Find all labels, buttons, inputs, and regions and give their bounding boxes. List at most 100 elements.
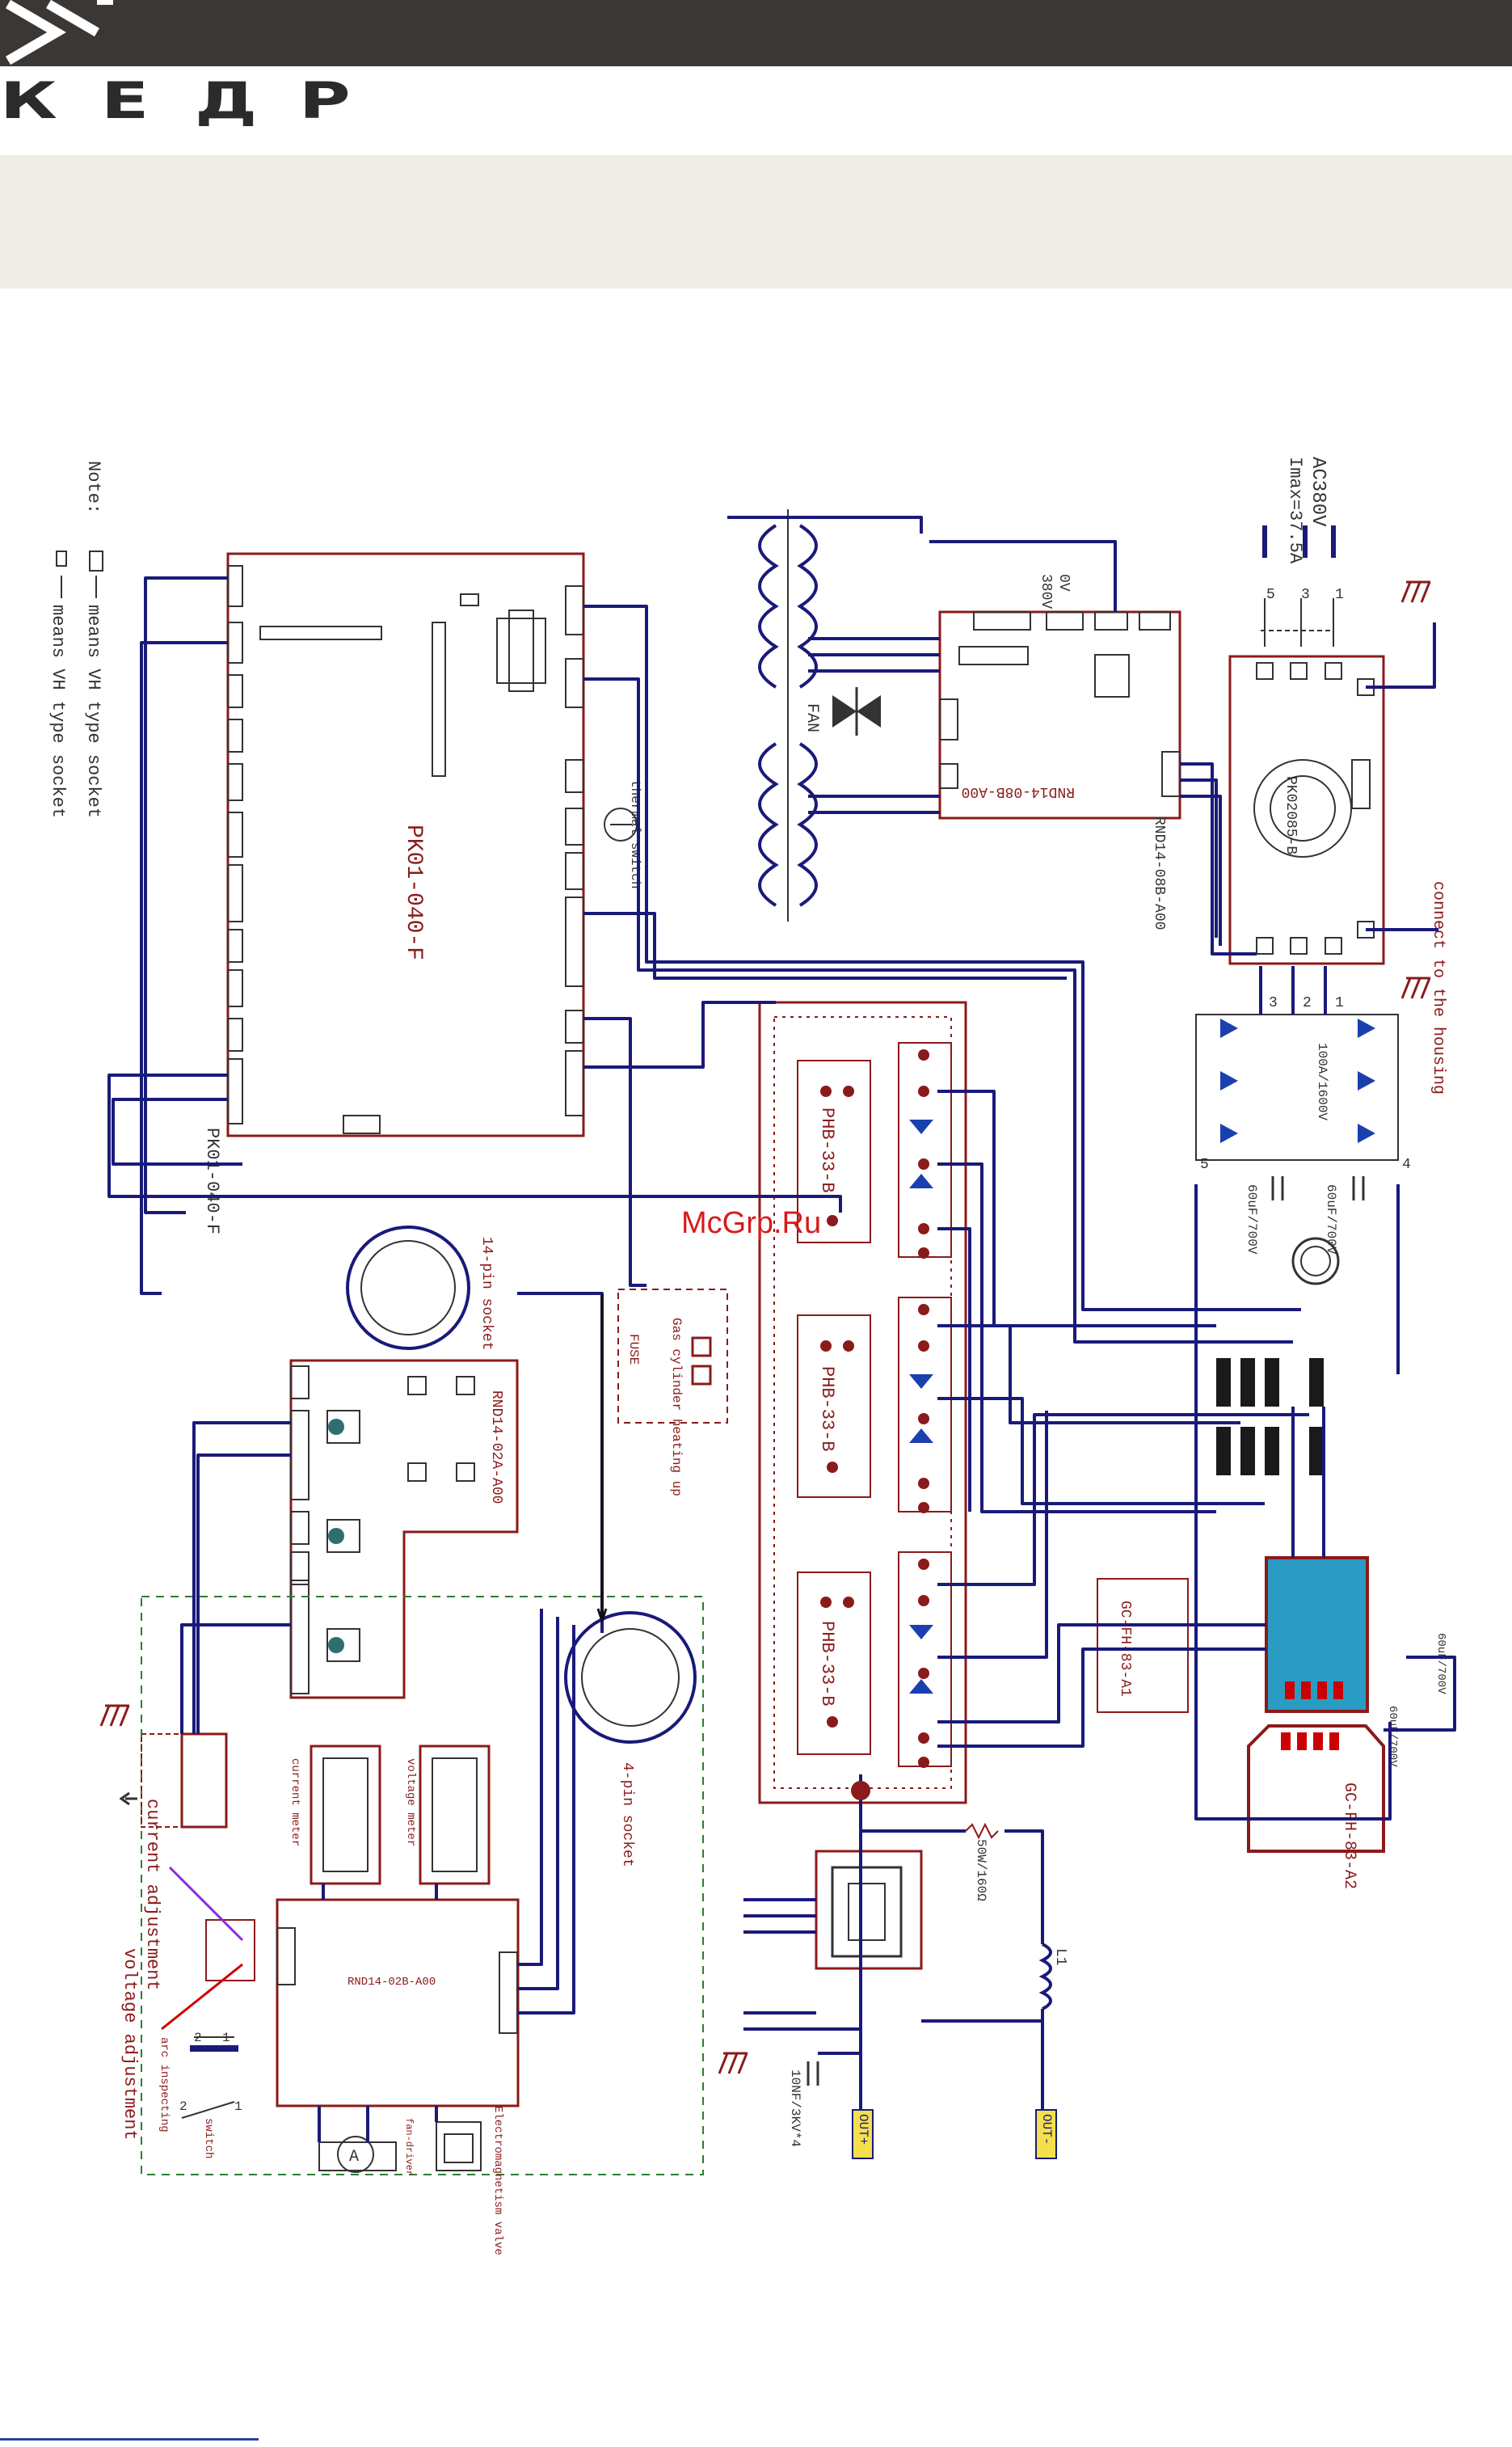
resistor-label: 50W/160Ω — [974, 1839, 988, 1901]
terminal-block — [180, 1732, 228, 1829]
rnd14-08b-label: RND14-08B-A00 — [962, 783, 1075, 799]
main-switch: 2 1 switch — [179, 2099, 242, 2158]
output-cores — [1216, 1358, 1324, 1475]
phb-module-3: PHB-33-B — [797, 1551, 952, 1767]
fan-driver-label: fan-driver — [403, 2118, 415, 2176]
gas-label: Gas cylinder heating up — [669, 1318, 684, 1496]
fuse-label: FUSE — [626, 1334, 641, 1365]
note-legend: Note: means VH type socket means VH type… — [48, 461, 103, 818]
cap-c4: 60uF/700V — [1386, 1706, 1399, 1767]
header-bar — [0, 0, 1512, 66]
out-1: 1 — [1335, 995, 1344, 1011]
phase-5: 5 — [1266, 587, 1275, 603]
current-meter: current meter — [289, 1745, 381, 1885]
pk01-label: PK01-040-F — [401, 825, 426, 960]
ammeter-letter: A — [349, 2148, 359, 2166]
valve-icon: Electromagnetism valve — [436, 2106, 504, 2255]
bridge-node-4: 4 — [1402, 1157, 1411, 1173]
output-plus: OUT+ — [852, 2109, 874, 2159]
logo-chevron-icon — [5, 0, 113, 65]
arc-sw-pin: 1 — [222, 2031, 230, 2045]
adjust-pots: current adjustment voltage adjustment — [120, 1799, 255, 2141]
main-sw-pin: 2 — [179, 2099, 187, 2114]
note-vh-large: means VH type socket — [83, 605, 103, 818]
out-3: 3 — [1269, 995, 1278, 1011]
gc-fh-83-a1: GC-FH-83-A1 — [1097, 1578, 1189, 1713]
tap-380v: 380V — [1038, 574, 1054, 609]
board-rnd14-02b: RND14-02B-A00 — [276, 1898, 520, 2107]
arc-label: arc inspecting — [158, 2037, 171, 2133]
main-transformer — [758, 509, 818, 922]
arc-sw-pin: 2 — [194, 2031, 202, 2045]
dc-capacitors — [1271, 1176, 1365, 1200]
voltage-adjust-label: voltage adjustment — [120, 1948, 140, 2141]
rectifier-bridge: 100A/1600V 5 4 — [1195, 1014, 1411, 1173]
ac-label: AC380V — [1307, 457, 1329, 527]
gray-band — [0, 155, 1512, 289]
hf-transformer — [815, 1850, 923, 1970]
rnd14-02b-label: RND14-02B-A00 — [347, 1976, 436, 1989]
footer-line — [0, 2438, 259, 2441]
fan-motor: FAN — [802, 687, 881, 736]
watermark: McGrp.Ru — [681, 1206, 821, 1240]
hv-capacitors — [807, 2061, 819, 2086]
out-plus-label: OUT+ — [856, 2114, 870, 2145]
socket-4-label: 4-pin socket — [619, 1762, 635, 1867]
rnd14-08b-side: RND14-08B-A00 — [1151, 816, 1167, 930]
socket-14-label: 14-pin socket — [478, 1237, 495, 1350]
cap-c1: 60uF/700V — [1245, 1184, 1259, 1255]
bridge-node-5: 5 — [1200, 1157, 1209, 1173]
out-2: 2 — [1303, 995, 1312, 1011]
gas-heater: Gas cylinder heating up FUSE — [617, 1289, 728, 1496]
phb-module-2: PHB-33-B — [797, 1297, 952, 1512]
gc-rectifier-module — [1265, 1556, 1369, 1713]
out-minus-label: OUT- — [1039, 2114, 1054, 2145]
voltage-meter-label: voltage meter — [404, 1758, 417, 1846]
output-minus: OUT- — [1035, 2109, 1057, 2159]
board-rnd14-08b: RND14-08B-A00 RND14-08B-A00 0V 380V — [938, 574, 1181, 930]
note-vh-small: means VH type socket — [48, 605, 68, 818]
ammeter-icon: A — [318, 2136, 397, 2173]
pk02-label: PK02085-B — [1282, 776, 1299, 854]
valve-label: Electromagnetism valve — [491, 2106, 504, 2255]
phase-1: 1 — [1335, 587, 1344, 603]
main-sw-pin: 1 — [234, 2099, 242, 2114]
arc-inspecting-switch: 2 1 arc inspecting — [158, 2031, 238, 2133]
board-pk01: PK01-040-F PK01-040-F — [202, 552, 585, 1234]
phb-label: PHB-33-B — [817, 1366, 837, 1452]
socket-14-pin: 14-pin socket — [346, 1226, 495, 1350]
phb-label: PHB-33-B — [817, 1107, 837, 1193]
housing-label: connect to the housing — [1429, 881, 1447, 1095]
socket-4-pin: 4-pin socket — [564, 1611, 697, 1867]
current-meter-label: current meter — [289, 1758, 301, 1846]
voltage-meter: voltage meter — [404, 1745, 491, 1885]
inductor-label: L1 — [1052, 1948, 1068, 1966]
arrow-icon — [119, 1791, 137, 1806]
power-input: AC380V Imax=37.5A 5 3 1 — [1261, 457, 1344, 647]
cap-c5: 10NF/3KV*4 — [788, 2069, 802, 2147]
control-panel-outline — [141, 1596, 704, 2175]
pk01-side-label: PK01-040-F — [202, 1128, 222, 1234]
cap-c3: 60uF/700V — [1434, 1633, 1447, 1694]
wires — [107, 516, 1456, 2142]
igbt-heatsink — [758, 1001, 967, 1804]
terminal-dots — [820, 1049, 929, 1800]
phase-3: 3 — [1301, 587, 1310, 603]
ground-symbol — [99, 580, 1431, 2074]
thermal-switch: thermal switch — [604, 780, 642, 888]
fan-label: FAN — [802, 703, 821, 732]
switch-label: switch — [202, 2118, 215, 2158]
rnd14-02a-label: RND14-02A-A00 — [488, 1390, 504, 1504]
gc-a2-label: GC-FH-83-A2 — [1340, 1783, 1358, 1889]
note-title: Note: — [83, 461, 103, 514]
board-pk02: PK02085-B 3 2 1 connect to the housing — [1228, 655, 1447, 1095]
cap-c2: 60uF/700V — [1324, 1184, 1338, 1255]
phb-module-1: PHB-33-B — [797, 1042, 952, 1258]
gc-fh-83-a2: GC-FH-83-A2 — [1247, 1724, 1385, 1889]
thermal-label: thermal switch — [628, 780, 642, 888]
tap-0v: 0V — [1055, 574, 1072, 592]
phb-label: PHB-33-B — [817, 1621, 837, 1707]
inductor-l1: L1 — [1038, 1943, 1068, 2010]
bridge-label: 100A/1600V — [1315, 1043, 1329, 1120]
